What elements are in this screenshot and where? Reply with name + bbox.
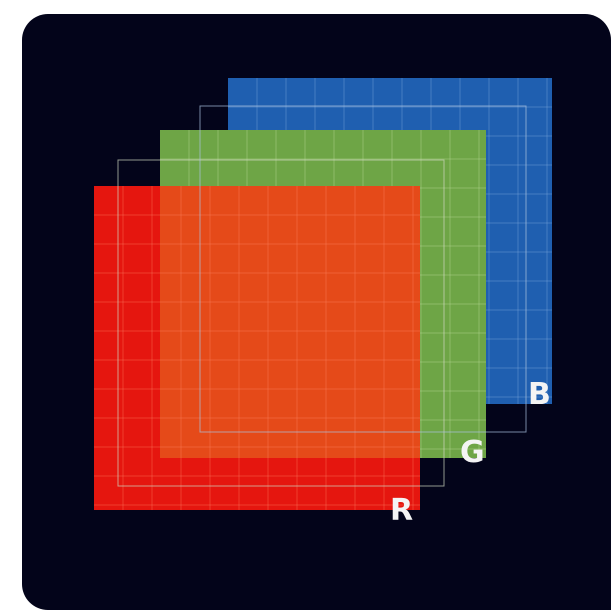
blue-offset-outline: [200, 106, 526, 432]
layer-connector-lines: [22, 14, 611, 610]
label-r: R: [390, 496, 413, 526]
diagram-panel: B G R: [22, 14, 611, 610]
label-b: B: [528, 380, 551, 410]
label-g: G: [460, 438, 485, 468]
green-offset-outline: [118, 160, 444, 486]
